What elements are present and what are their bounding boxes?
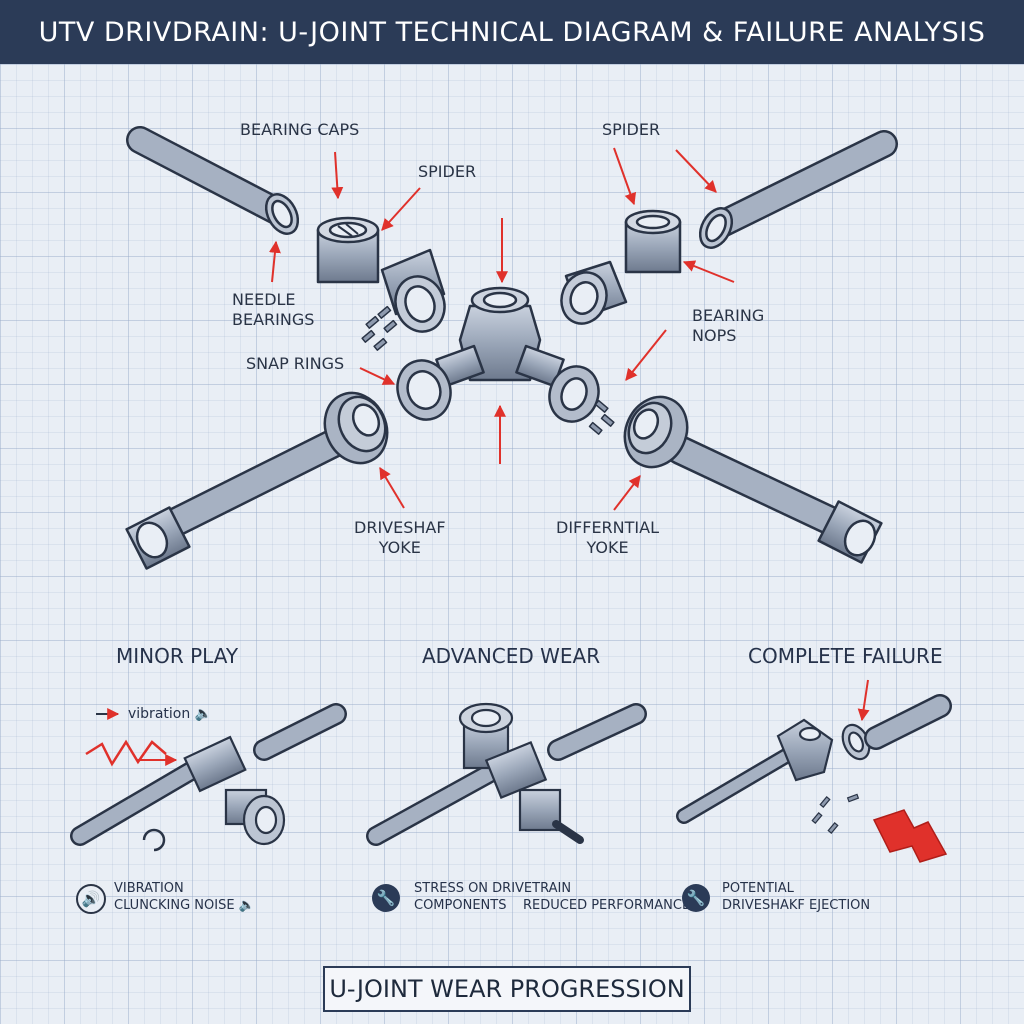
upper-left-shaft [126, 126, 300, 235]
left-bearing-cap [316, 216, 380, 284]
exploded-view [125, 126, 898, 570]
footer-title: U-JOINT WEAR PROGRESSION [329, 975, 685, 1003]
minor-note-2: CLUNCKING NOISE [114, 898, 235, 913]
minor-note-1: VIBRATION [114, 881, 184, 896]
label-bearing-nops-line1: BEARING [692, 306, 765, 325]
advanced-notes: STRESS ON DRIVETRAIN COMPONENTS REDUCED … [414, 880, 690, 914]
minor-vibration-text: vibration [128, 706, 191, 722]
advanced-note-1: STRESS ON DRIVETRAIN [414, 881, 572, 896]
speaker-icon: 🔈 [194, 706, 213, 722]
label-differential-line1: DIFFERNTIAL [556, 518, 659, 537]
label-driveshaft-yoke: DRIVESHAF YOKE [354, 518, 446, 558]
stage-advanced-illustration [366, 702, 647, 846]
complete-note-1: POTENTIAL [722, 881, 794, 896]
complete-notes: POTENTIAL DRIVESHAKF EJECTION [722, 880, 870, 914]
upper-right-shaft [698, 130, 898, 249]
volume-icon: 🔈 [238, 898, 255, 913]
wrench-icon: 🔧 [372, 884, 400, 912]
label-differential-yoke: DIFFERNTIAL YOKE [556, 518, 659, 558]
page-title: UTV DRIVDRAIN: U-JOINT TECHNICAL DIAGRAM… [38, 16, 986, 48]
differential-yoke [623, 395, 883, 564]
label-needle-bearings: NEEDLE BEARINGS [232, 290, 314, 330]
spider-cup-left [396, 359, 452, 421]
right-cup [560, 260, 628, 325]
advanced-note-3: REDUCED PERFORMANCE [523, 898, 691, 913]
minor-vibration-tag: vibration 🔈 [128, 706, 212, 723]
label-bearing-nops-line2: NOPS [692, 326, 737, 345]
label-differential-line2: YOKE [586, 538, 629, 557]
stage-minor-illustration [70, 703, 347, 852]
label-bearing-caps: BEARING CAPS [240, 120, 360, 139]
loose-needles-left [361, 305, 398, 351]
u-joint-illustration [70, 126, 952, 863]
label-spider-right: SPIDER [602, 120, 661, 139]
label-driveshaft-line2: YOKE [378, 538, 421, 557]
loose-needles-right [588, 399, 615, 435]
stage-title-complete: COMPLETE FAILURE [748, 644, 943, 668]
advanced-note-2: COMPONENTS [414, 898, 507, 913]
label-spider-left: SPIDER [418, 162, 477, 181]
label-snap-rings: SNAP RINGS [246, 354, 345, 373]
speaker-icon: 🔊 [76, 884, 106, 914]
title-bar: UTV DRIVDRAIN: U-JOINT TECHNICAL DIAGRAM… [0, 0, 1024, 64]
label-driveshaft-line1: DRIVESHAF [354, 518, 446, 537]
right-bearing-cap [624, 209, 682, 274]
driveshaft-yoke [125, 391, 389, 570]
callout-arrows [268, 147, 735, 511]
complete-note-2: DRIVESHAKF EJECTION [722, 898, 871, 913]
minor-notes: VIBRATION CLUNCKING NOISE 🔈 [114, 880, 255, 914]
footer-box: U-JOINT WEAR PROGRESSION [323, 966, 691, 1012]
wrench-icon: 🔧 [682, 884, 710, 912]
label-needle-line2: BEARINGS [232, 310, 315, 329]
stage-complete-illustration [676, 679, 952, 863]
label-needle-line1: NEEDLE [232, 290, 296, 309]
stage-title-advanced: ADVANCED WEAR [422, 644, 601, 668]
left-cup [380, 248, 446, 333]
stage-title-minor: MINOR PLAY [116, 644, 239, 668]
label-bearing-nops: BEARING NOPS [692, 306, 764, 346]
spider [435, 286, 565, 388]
